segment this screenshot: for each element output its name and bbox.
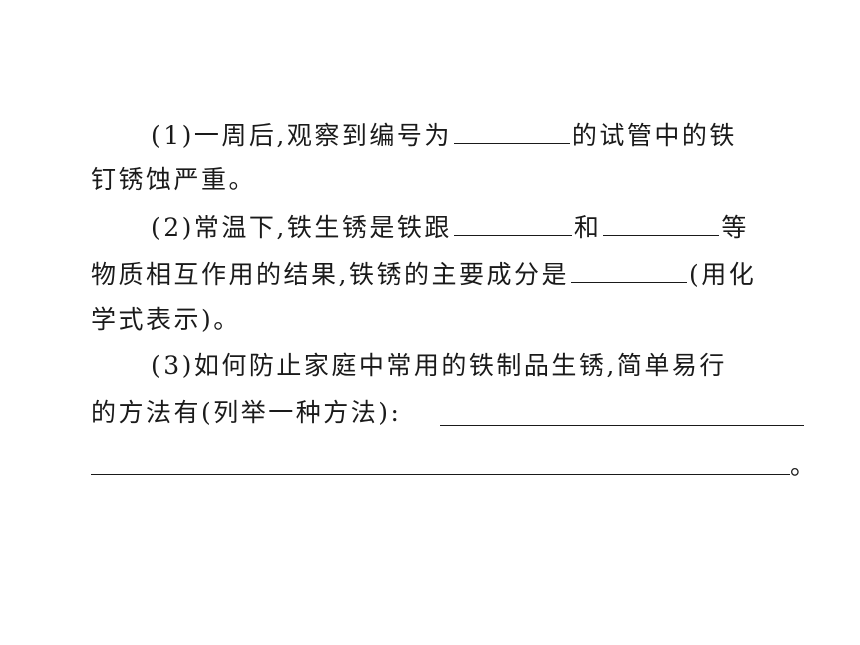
q2-line-2: 物质相互作用的结果,铁锈的主要成分是 (用化 [91,252,756,296]
q2-answer-blank-1[interactable] [453,205,572,236]
q1-text-a: (1)一周后,观察到编号为 [151,121,452,150]
q1-answer-blank-tube-number[interactable] [453,113,570,144]
q2-text-b: 和 [573,213,602,242]
q2-line-1: (2)常温下,铁生锈是铁跟 和 等 [151,205,749,249]
q3-text-b: 的方法有(列举一种方法): [91,398,402,427]
q2-text-e: (用化 [688,260,757,289]
q2-text-f: 学式表示)。 [91,305,241,334]
q1-text-b: 的试管中的铁 [571,121,737,150]
q1-line-2: 钉锈蚀严重。 [91,158,256,202]
q2-text-a: (2)常温下,铁生锈是铁跟 [151,213,452,242]
q1-text-c: 钉锈蚀严重。 [91,165,257,194]
q2-answer-blank-rust-formula[interactable] [570,252,687,283]
q3-text-a: (3)如何防止家庭中常用的铁制品生锈,简单易行 [151,351,727,380]
q2-line-3: 学式表示)。 [91,298,241,342]
q3-end-mark: 。 [790,451,816,480]
q2-text-c: 等 [721,213,749,242]
q2-text-d: 物质相互作用的结果,铁锈的主要成分是 [91,260,569,289]
q3-line-2: 的方法有(列举一种方法): [91,391,401,435]
q1-line-1: (1)一周后,观察到编号为 的试管中的铁 [151,113,737,157]
q3-answer-line-1[interactable] [440,425,804,426]
q3-answer-line-2[interactable] [91,474,790,475]
q2-answer-blank-2[interactable] [603,205,720,236]
q3-line-1: (3)如何防止家庭中常用的铁制品生锈,简单易行 [151,344,727,388]
